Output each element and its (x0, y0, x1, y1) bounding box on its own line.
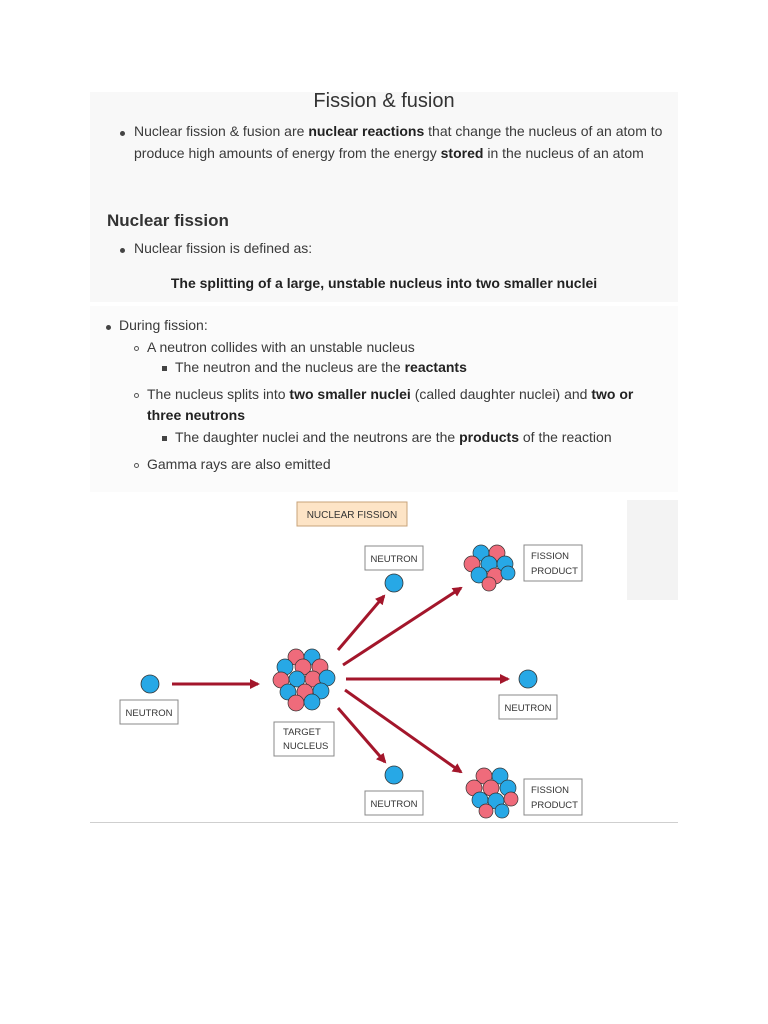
during-fission-text: During fission: (119, 317, 208, 333)
circle-bullet-icon (134, 463, 139, 468)
label-box (523, 778, 583, 816)
sub-bullet-3: Gamma rays are also emitted (147, 456, 331, 472)
content-panel-middle (90, 306, 678, 492)
arrow-to-product-top (342, 586, 463, 667)
section-heading: Nuclear fission (107, 211, 229, 230)
sub-bullet-2a: The daughter nuclei and the neutrons are… (175, 429, 612, 445)
neutron-bottom (384, 765, 404, 785)
target-label-line-2: NUCLEUS (283, 741, 328, 752)
product-label-line-2: PRODUCT (531, 566, 578, 577)
label-box (273, 721, 335, 757)
defined-as-text: Nuclear fission is defined as: (134, 240, 313, 256)
diagram-title: NUCLEAR FISSION (307, 510, 398, 521)
neutron-label: NEUTRON (505, 703, 552, 714)
product-label-line-1: FISSION (531, 551, 569, 562)
intro-line-1: Nuclear fission & fusion are nuclear rea… (134, 123, 663, 139)
diagram-title-box (296, 501, 408, 527)
sub-bullet-1a: The neutron and the nucleus are the reac… (175, 359, 467, 375)
target-label-line-1: TARGET (283, 727, 321, 738)
target-nucleus (272, 648, 336, 712)
square-bullet-icon (162, 366, 167, 371)
product-label-line-1: FISSION (531, 785, 569, 796)
arrow-to-neutron-bottom (336, 707, 387, 764)
neutron-right (518, 669, 538, 689)
neutron-label: NEUTRON (126, 708, 173, 719)
fission-product-bottom (465, 767, 519, 819)
neutron-label: NEUTRON (371, 799, 418, 810)
label-box (523, 544, 583, 582)
neutron-label: NEUTRON (371, 554, 418, 565)
sub-bullet-2-line-2: three neutrons (147, 407, 246, 423)
side-card (627, 500, 678, 600)
label-box (364, 545, 424, 571)
neutron-top (384, 573, 404, 593)
bullet-icon (120, 248, 125, 253)
incoming-neutron (140, 674, 160, 694)
arrow-to-neutron-top (336, 594, 386, 651)
fission-product-top (463, 544, 516, 592)
intro-line-2: produce high amounts of energy from the … (134, 145, 644, 161)
square-bullet-icon (162, 436, 167, 441)
circle-bullet-icon (134, 393, 139, 398)
bullet-icon (106, 325, 111, 330)
label-box (364, 790, 424, 816)
label-box (498, 694, 558, 720)
arrow-to-product-bottom (344, 688, 463, 774)
content-panel-top (90, 92, 678, 302)
bullet-icon (120, 131, 125, 136)
product-label-line-2: PRODUCT (531, 800, 578, 811)
definition-text: The splitting of a large, unstable nucle… (170, 275, 598, 291)
label-box (119, 699, 179, 725)
page-title: Fission & fusion (313, 90, 455, 112)
sub-bullet-2-line-1: The nucleus splits into two smaller nucl… (147, 386, 634, 402)
sub-bullet-1: A neutron collides with an unstable nucl… (147, 339, 415, 355)
circle-bullet-icon (134, 346, 139, 351)
